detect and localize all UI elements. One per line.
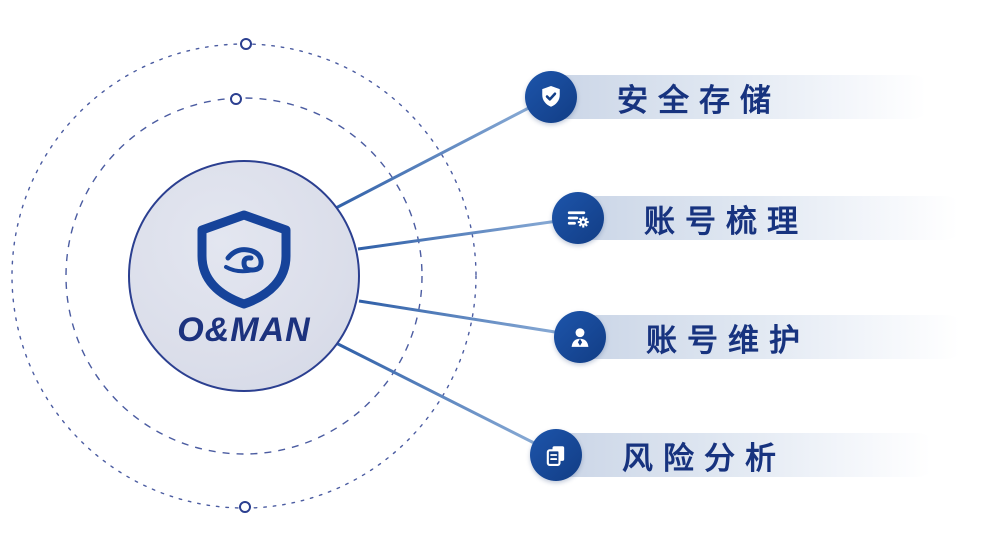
feature-label: 账号梳理 <box>644 203 808 239</box>
connector-line-4 <box>335 341 551 453</box>
orbit-node-bottom <box>239 501 251 513</box>
brand-name: O&MAN <box>177 310 311 349</box>
feature-bar: 风险分析 <box>544 433 939 477</box>
orbit-node-left <box>230 93 242 105</box>
user-icon <box>554 311 606 363</box>
feature-bar: 账号维护 <box>568 315 968 359</box>
shield-check-icon <box>525 71 577 123</box>
connector-line-3 <box>358 299 575 337</box>
feature-bar: 账号梳理 <box>566 196 966 240</box>
feature-label: 安全存储 <box>617 82 781 118</box>
connector-line-2 <box>357 217 573 251</box>
inner-dashed-orbit <box>65 97 423 455</box>
orbit-node-top <box>240 38 252 50</box>
brand-circle: O&MAN <box>128 160 360 392</box>
feature-label: 风险分析 <box>622 440 786 476</box>
account-list-gear-icon <box>552 192 604 244</box>
feature-bar: 安全存储 <box>539 75 934 119</box>
connector-line-1 <box>331 97 547 212</box>
shield-wave-icon <box>197 210 291 308</box>
documents-icon <box>530 429 582 481</box>
feature-label: 账号维护 <box>646 322 810 358</box>
